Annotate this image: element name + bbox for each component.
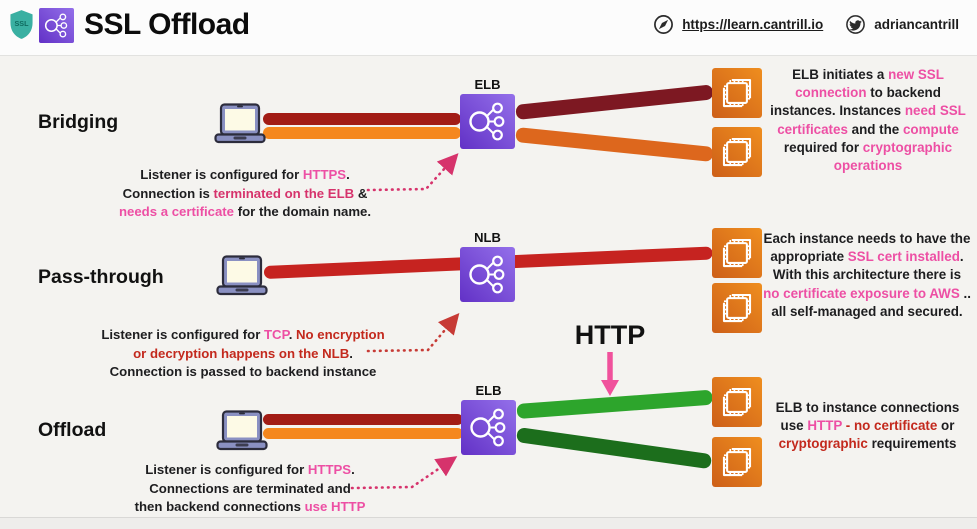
passthrough-note: Listener is configured for TCP. No encry… [101,327,385,379]
http-down-arrow [601,352,619,396]
instance-icon [712,437,762,487]
nlb-icon [460,247,515,302]
header: SSL SSL Offload https://learn.cantrill.i… [0,0,977,56]
page-title: SSL Offload [84,8,250,41]
offload-note: Listener is configured for HTTPS.Connect… [134,462,366,514]
http-label: HTTP [574,320,646,350]
elb-label: ELB [474,77,501,92]
ssl-shield-icon: SSL [10,10,33,39]
elb-icon [460,94,515,149]
connection-bar-http-green-light [516,389,714,419]
laptop-icon [216,255,268,296]
connection-bar-backend-orange [515,127,714,162]
instance-icon [712,127,762,177]
bridging-note: Listener is configured for HTTPS.Connect… [118,167,372,219]
connection-bar-https-maroon [263,113,461,125]
nlb-label: NLB [474,230,501,245]
footer-strip [0,517,977,529]
row-label-offload: Offload [38,419,107,441]
connection-bar-backend-maroon [515,84,714,120]
laptop-icon [216,410,268,451]
instance-icon [712,228,762,278]
instance-icon [712,377,762,427]
instance-icon [712,68,762,118]
elb-service-icon [39,8,74,43]
site-link[interactable]: https://learn.cantrill.io [682,17,824,32]
connection-bar-https-orange [263,127,461,139]
elb-icon [461,400,516,455]
twitter-icon [846,15,866,34]
compass-icon [654,15,674,34]
elb-label: ELB [475,383,502,398]
connection-bar-https-maroon [263,414,463,425]
laptop-icon [214,103,266,144]
connection-bar-https-orange [263,428,463,439]
instance-icon [712,283,762,333]
connection-bar-http-green-dark [515,427,713,470]
row-label-bridging: Bridging [38,111,119,133]
twitter-handle: adriancantrill [874,17,959,32]
row-label-passthrough: Pass-through [38,266,164,288]
shield-label: SSL [14,19,29,28]
